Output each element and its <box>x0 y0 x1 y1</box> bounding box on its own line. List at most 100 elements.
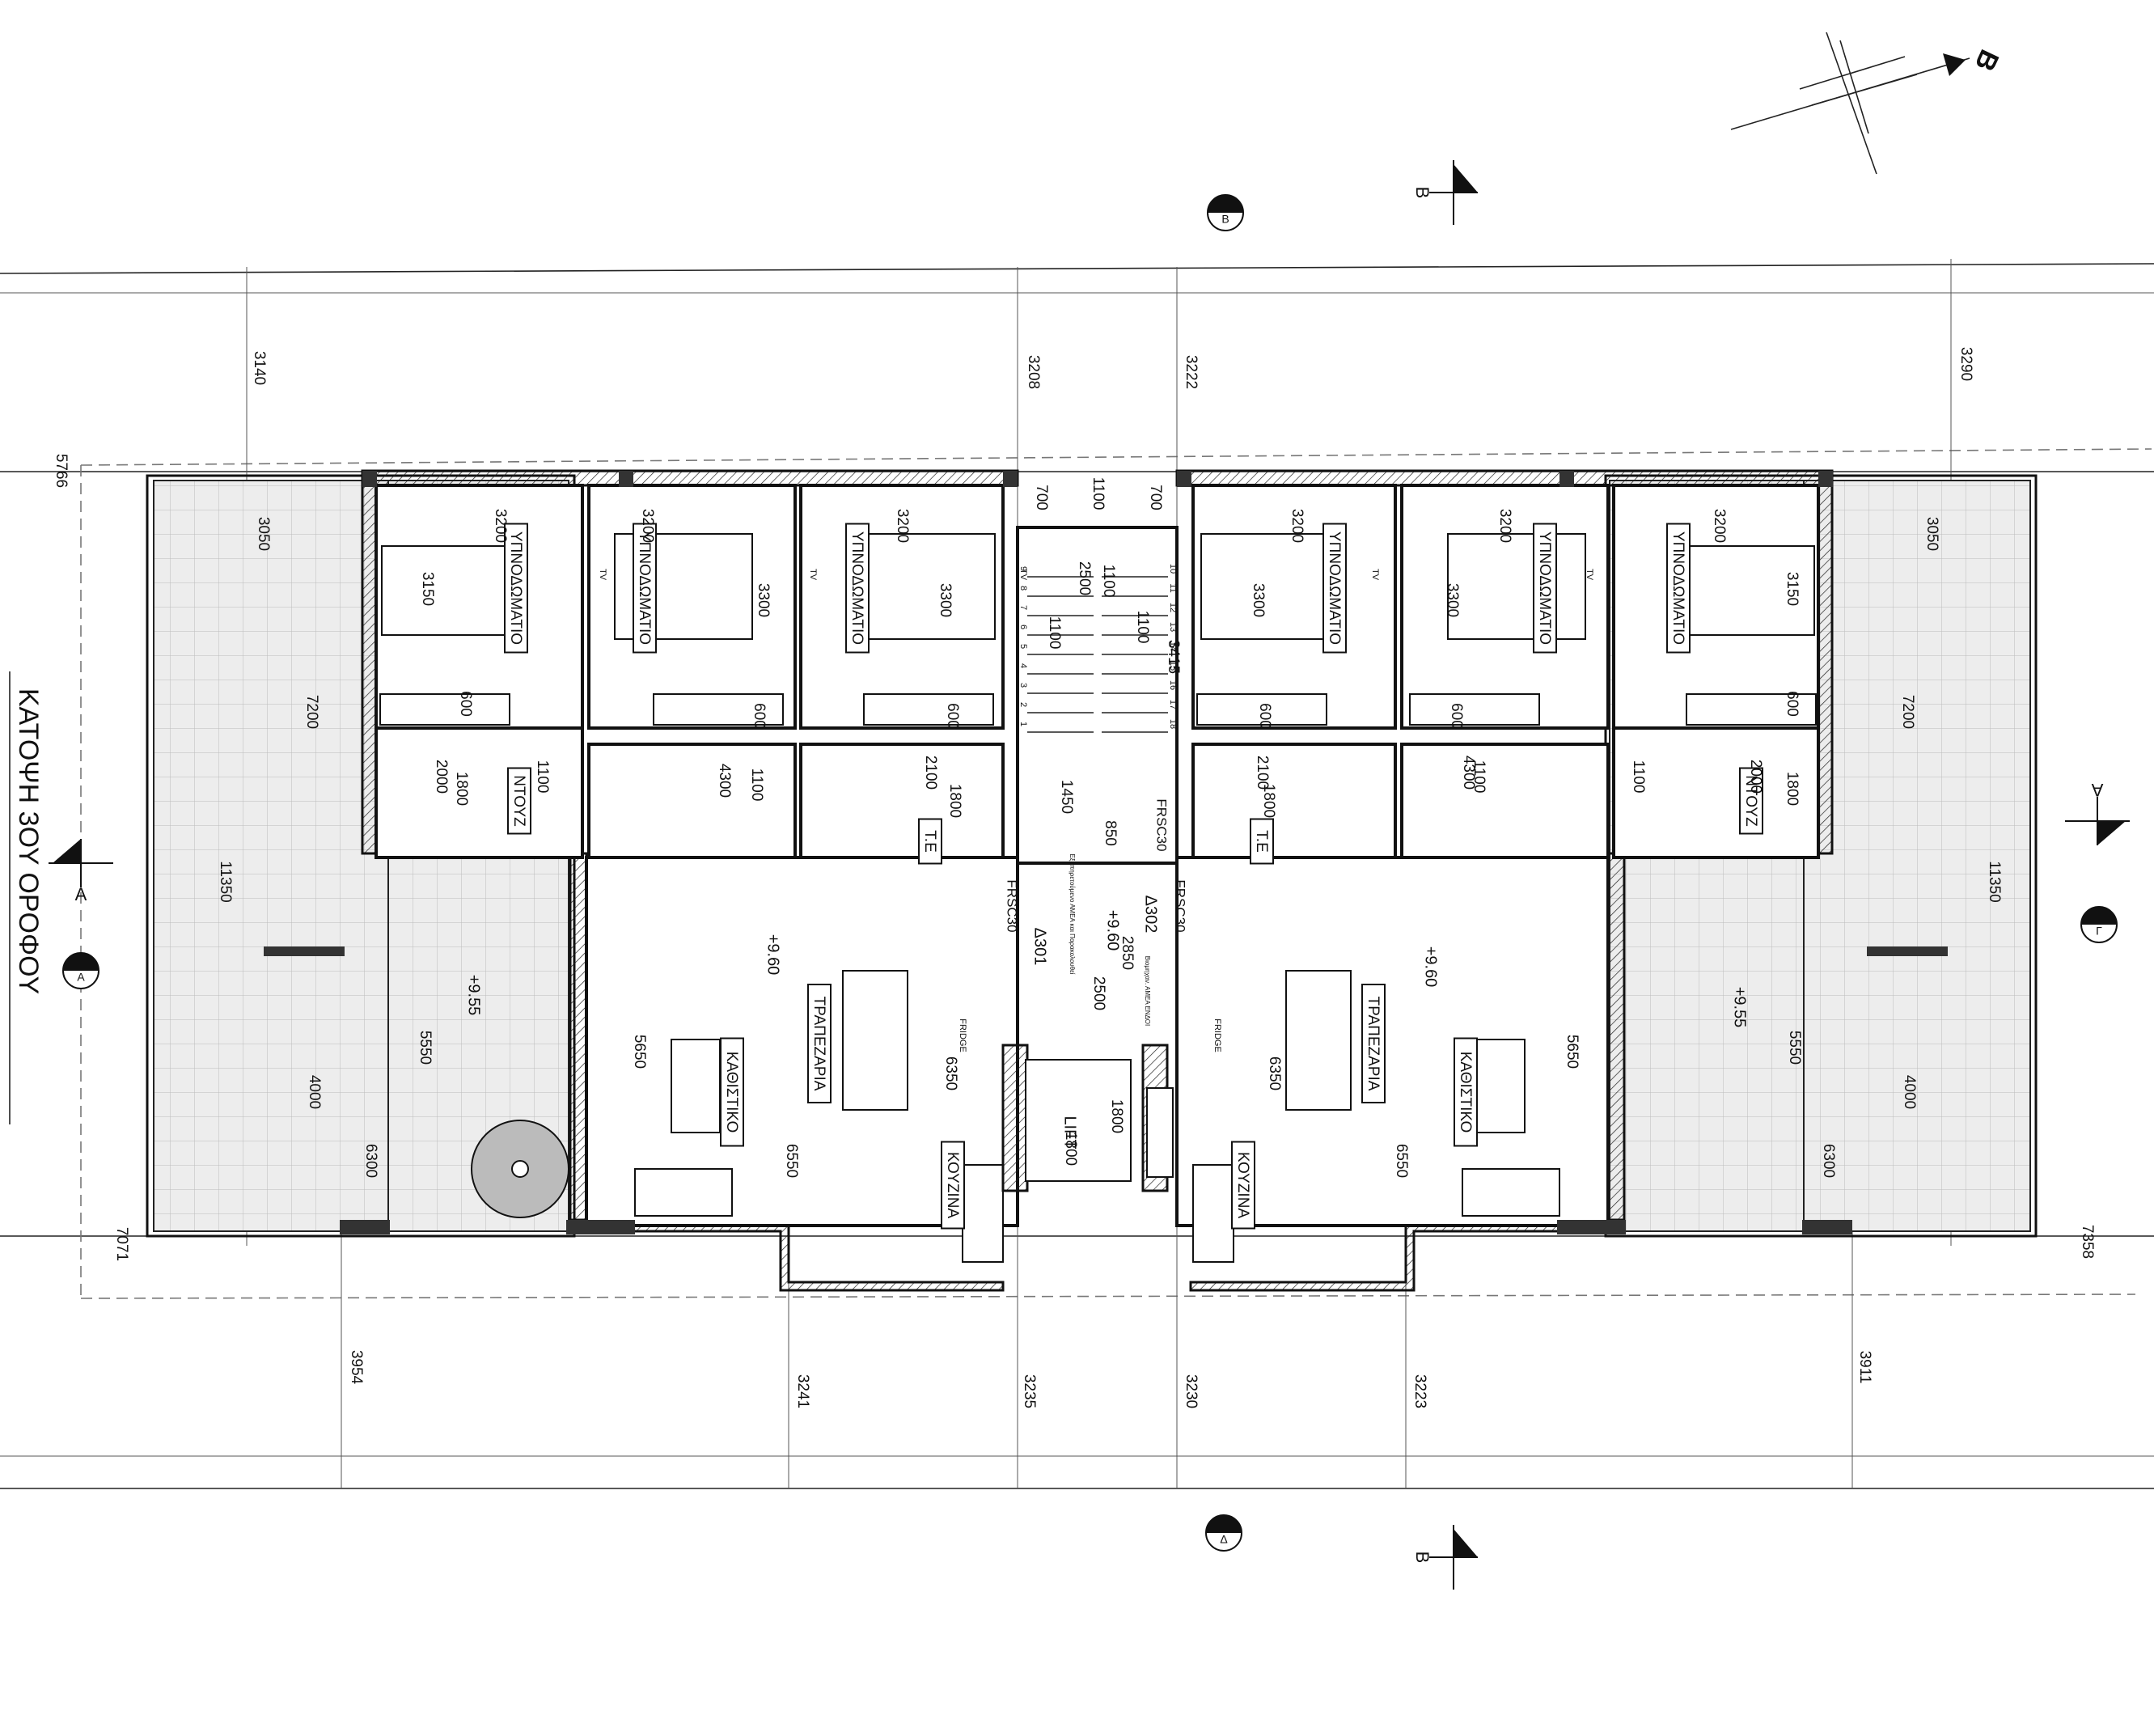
bedroom-label-3-box: ΥΠΝΟΔΩΜΑΤΙΟ <box>845 523 870 654</box>
dim-living-right-3: 6550 <box>1393 1144 1410 1178</box>
north-letter: B <box>1969 44 2005 75</box>
dim-terrace-right-4: 5550 <box>1786 1031 1803 1065</box>
kitchen-label-right: ΚΟΥΖΙΝΑ <box>1234 1152 1251 1219</box>
dim-core-5: 3415 <box>1165 640 1182 674</box>
tv-label-3: TV <box>1018 569 1028 581</box>
dim-core-4: 1100 <box>1046 616 1063 650</box>
wardrobes <box>379 693 1817 726</box>
dim-terrace-left-5: 4000 <box>306 1075 323 1109</box>
step-number-left-2: 2 <box>1018 702 1028 707</box>
bedroom-label-3: ΥΠΝΟΔΩΜΑΤΙΟ <box>848 531 865 645</box>
dim-living-left-2: 6350 <box>942 1056 959 1090</box>
section-flag-bottom-b: B <box>1412 1525 1478 1590</box>
living-label-left-box: ΚΑΘΙΣΤΙΚΟ <box>720 1037 744 1147</box>
dim-room-width-5: 3200 <box>1496 509 1513 543</box>
dim-corridor-right-3: 2100 <box>1254 756 1271 790</box>
step-number-right-9: 10 <box>1168 564 1178 574</box>
living-label-right: ΚΑΘΙΣΤΙΚΟ <box>1457 1052 1474 1133</box>
dim-living-left-1: 5650 <box>631 1035 648 1069</box>
dim-room-width-2: 3200 <box>639 509 656 543</box>
dim-top-2: 3208 <box>1025 355 1042 389</box>
dining-label-right-box: ΤΡΑΠΕΖΑΡΙΑ <box>1361 984 1386 1103</box>
dim-room-width-1: 3200 <box>492 509 509 543</box>
dim-corridor-right-4: 1800 <box>1260 784 1277 818</box>
step-number-left-4: 4 <box>1018 663 1028 668</box>
tv-label-2: TV <box>808 569 818 581</box>
terrace-level-left: +9.55 <box>465 975 483 1016</box>
te-label-right-box: Τ.Ε <box>1250 818 1274 865</box>
living-label-right-box: ΚΑΘΙΣΤΙΚΟ <box>1454 1037 1478 1147</box>
dim-room-depth-1: 3150 <box>419 572 436 606</box>
dining-label-right: ΤΡΑΠΕΖΑΡΙΑ <box>1365 997 1382 1091</box>
dim-core-9: 2500 <box>1090 976 1107 1010</box>
dim-top-3: 3222 <box>1183 355 1200 389</box>
step-number-left-5: 5 <box>1018 644 1028 649</box>
te-label-right: Τ.Ε <box>1253 830 1270 852</box>
section-flag-bottom-b-letter: B <box>1412 1552 1432 1564</box>
room-labels: ΥΠΝΟΔΩΜΑΤΙΟ ΥΠΝΟΔΩΜΑΤΙΟ ΥΠΝΟΔΩΜΑΤΙΟ ΥΠΝΟΔΩΜ… <box>465 523 1763 1230</box>
plan-title: ΚΑΤΟΨΗ 3ΟΥ ΟΡΟΦΟΥ <box>13 688 44 994</box>
section-flag-top-b-letter: B <box>1412 187 1432 199</box>
beds <box>381 533 1815 640</box>
dim-top-4: 3290 <box>1957 347 1974 381</box>
section-mark-bottom-d-letter: Δ <box>1220 1533 1227 1546</box>
dim-corridor-left-4: 1800 <box>946 784 963 818</box>
dim-corridor-right-2: 1100 <box>1471 760 1487 794</box>
shower-label-right-box: ΝΤΟΥΖ <box>1739 767 1763 835</box>
dim-corridor-right-5: 2000 <box>1747 760 1764 794</box>
fire-door-core: FRSC30 <box>1154 798 1170 851</box>
fridge-label-right: FRIDGE <box>1212 1018 1222 1052</box>
dining-label-left-box: ΤΡΑΠΕΖΑΡΙΑ <box>807 984 832 1103</box>
step-number-left-1: 1 <box>1018 722 1028 726</box>
disabled-note: Εξυπηρετούμενο ΑΜΕΑ και Παρακολουθεί <box>1069 854 1076 975</box>
dim-terrace-right-6: 6300 <box>1820 1144 1837 1178</box>
dim-core-8: 2850 <box>1119 936 1136 970</box>
level-right: +9.60 <box>1422 946 1440 988</box>
tv-label-4: TV <box>1370 569 1380 581</box>
kitchen-label-left: ΚΟΥΖΙΝΑ <box>944 1152 961 1219</box>
dim-closet-2: 600 <box>751 703 768 729</box>
dim-corridor-left-5: 2000 <box>433 760 450 794</box>
dim-terrace-right-1: 3050 <box>1923 517 1940 551</box>
section-flag-right-a: A <box>2065 780 2130 845</box>
terrace-right-strip <box>1803 480 2031 1232</box>
dim-core-6: 1450 <box>1058 780 1075 814</box>
step-number-left-8: 8 <box>1018 586 1028 591</box>
bedroom-label-5: ΥΠΝΟΔΩΜΑΤΙΟ <box>1536 531 1553 645</box>
bedroom-label-5-box: ΥΠΝΟΔΩΜΑΤΙΟ <box>1533 523 1557 654</box>
dim-left-1: 5766 <box>53 454 70 488</box>
step-number-right-1: 18 <box>1168 719 1178 729</box>
bedroom-label-2: ΥΠΝΟΔΩΜΑΤΙΟ <box>636 531 653 645</box>
dim-corridor-right-7: 1100 <box>1630 760 1647 794</box>
dim-core-1100-c: 1100 <box>1134 611 1151 644</box>
dim-corridor-left-3: 2100 <box>922 756 939 790</box>
dim-living-right-1: 5650 <box>1564 1035 1581 1069</box>
dim-bottom-1: 3954 <box>348 1350 365 1385</box>
bedroom-label-4-box: ΥΠΝΟΔΩΜΑΤΙΟ <box>1322 523 1347 654</box>
dim-bottom-6: 3911 <box>1856 1351 1873 1384</box>
bedroom-label-4: ΥΠΝΟΔΩΜΑΤΙΟ <box>1326 531 1343 645</box>
dim-terrace-left-4: 5550 <box>417 1031 434 1065</box>
dim-corridor-left-7: 1100 <box>534 760 551 794</box>
dim-core-11: 1800 <box>1062 1132 1079 1166</box>
dim-room-width-3: 3200 <box>894 509 911 543</box>
dim-room-depth-6: 3150 <box>1784 572 1801 606</box>
dim-core-2: 1100 <box>1090 477 1107 510</box>
step-number-right-2: 17 <box>1168 700 1178 709</box>
dim-closet-4: 600 <box>1256 703 1273 729</box>
dim-core-1: 700 <box>1033 485 1050 510</box>
columns <box>264 471 1948 1234</box>
apartment-door-left: Δ301 <box>1031 928 1049 966</box>
bedroom-label-6: ΥΠΝΟΔΩΜΑΤΙΟ <box>1669 531 1686 645</box>
bedroom-label-2-box: ΥΠΝΟΔΩΜΑΤΙΟ <box>633 523 657 654</box>
dim-corridor-right-1: 4300 <box>1460 756 1477 790</box>
section-mark-top-b-letter: B <box>1221 213 1229 226</box>
dim-room-depth-2: 3300 <box>755 583 772 617</box>
bedroom-label-6-box: ΥΠΝΟΔΩΜΑΤΙΟ <box>1666 523 1691 654</box>
dim-corridor-left-2: 1100 <box>748 768 765 802</box>
dim-corridor-left-6: 1800 <box>453 772 470 806</box>
